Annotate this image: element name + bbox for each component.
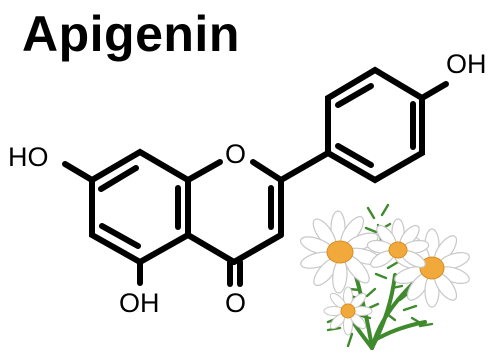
ring-a-double-bond (98, 165, 139, 192)
bond-lines (62, 66, 449, 287)
atom-label-ho-left: HO (8, 142, 49, 172)
bond-c4prime-oh (419, 81, 449, 101)
bond-o1-c2 (250, 159, 284, 183)
atom-label-ring-oxygen: O (225, 139, 246, 169)
ring-b (325, 66, 425, 184)
ring-b-double-bond (335, 83, 374, 108)
ring-b-double-bond (335, 143, 374, 168)
bond-c4-c4a (185, 232, 237, 265)
bond-c2-c1prime (278, 150, 331, 183)
chamomile-flowers-illustration (300, 203, 470, 350)
chamomile-flower-small (323, 286, 373, 336)
ring-a-double-bond (99, 223, 141, 249)
chamomile-flower-large (300, 210, 381, 294)
compound-title: Apigenin (22, 6, 240, 62)
atom-label-carbonyl-oxygen: O (225, 288, 246, 318)
bond-c7-oh (62, 161, 95, 183)
atom-label-oh-right: OH (446, 49, 487, 79)
chamomile-flower-right (394, 228, 470, 308)
chamomile-flower-back (366, 218, 430, 268)
atom-label-oh-bottom: OH (119, 288, 160, 318)
bond-c3-c4 (231, 232, 284, 265)
bond-c8a-o1 (185, 159, 223, 183)
